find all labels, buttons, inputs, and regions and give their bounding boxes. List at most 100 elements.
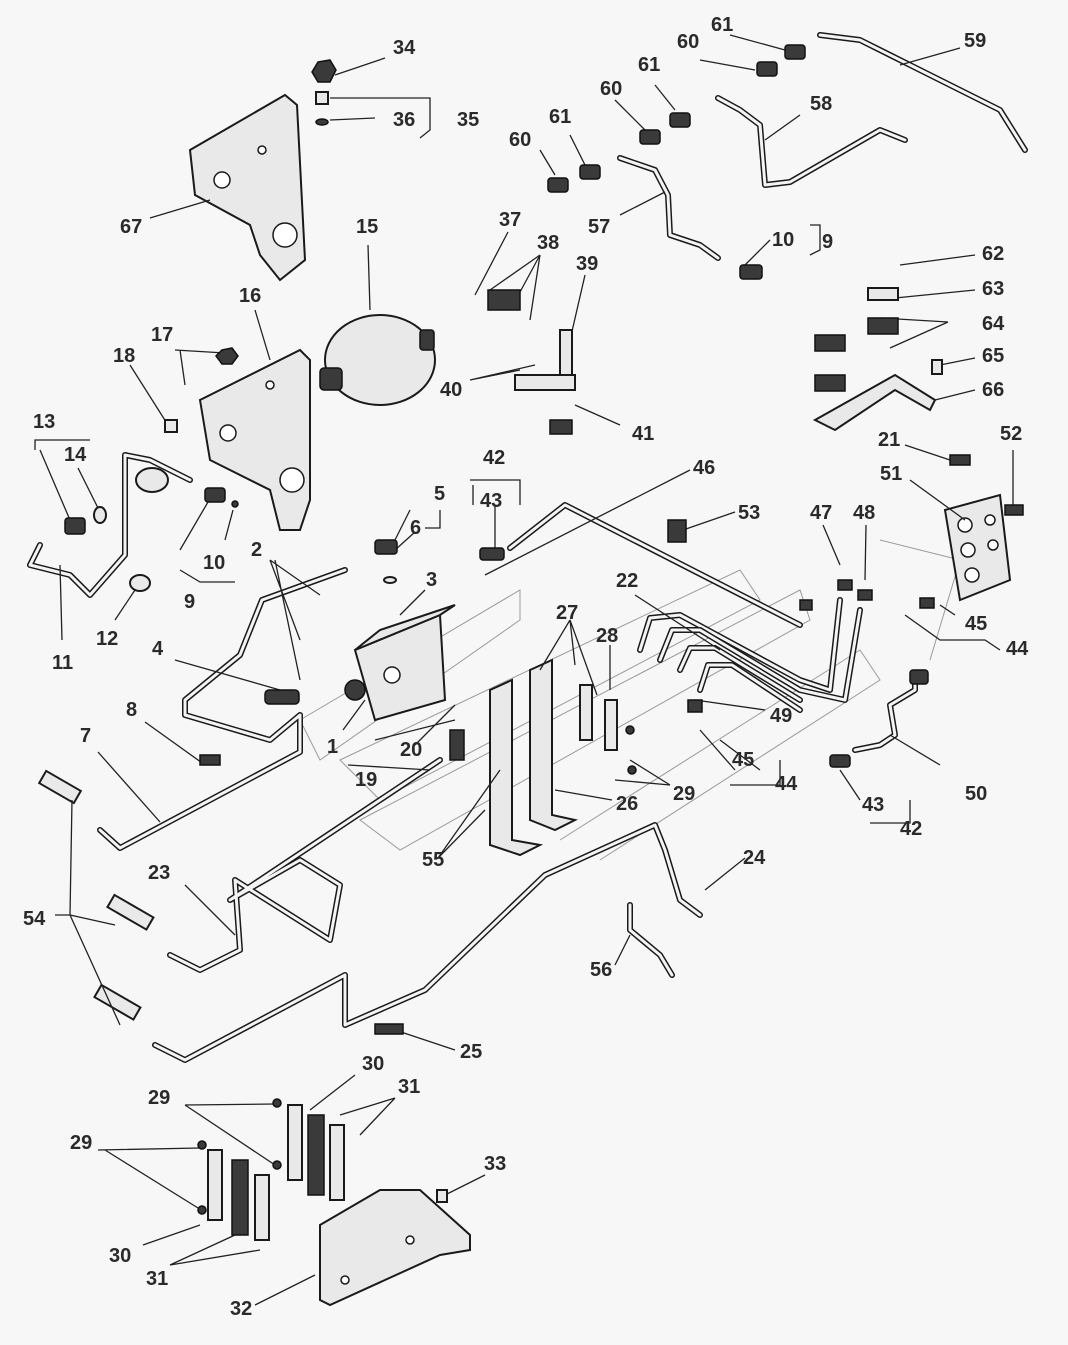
fitting-60-b: [639, 129, 661, 145]
fitting-13: [64, 517, 86, 535]
fitting-46-end: [799, 599, 813, 611]
bracket-39: [559, 329, 573, 381]
pipe-59: [817, 32, 1028, 153]
callout-37: 37: [499, 209, 521, 231]
callout-10-left: 10: [203, 552, 225, 574]
washer-nut: [135, 467, 169, 493]
callout-4: 4: [152, 638, 164, 660]
callout-3: 3: [426, 569, 437, 591]
callout-20: 20: [400, 739, 422, 761]
pipe-22-bundle: [637, 597, 863, 713]
bracket-16: [198, 348, 311, 531]
bolt-21: [949, 454, 971, 466]
callout-29-lower: 29: [70, 1132, 92, 1154]
callout-8: 8: [126, 699, 137, 721]
callout-63: 63: [982, 278, 1004, 300]
callout-2: 2: [251, 539, 262, 561]
nut-29a: [625, 725, 635, 735]
callout-5: 5: [434, 483, 445, 505]
fitting-20: [449, 729, 465, 761]
pipe-58: [715, 95, 908, 188]
callout-6: 6: [410, 517, 421, 539]
callout-12: 12: [96, 628, 118, 650]
callout-10-top: 10: [772, 229, 794, 251]
callout-48: 48: [853, 502, 875, 524]
seal-10: [231, 500, 239, 508]
bracket-26: [529, 658, 578, 832]
callout-64: 64: [982, 313, 1005, 335]
callout-51: 51: [880, 463, 902, 485]
callout-29-lower-top: 29: [148, 1087, 170, 1109]
plate-63: [867, 287, 899, 301]
callout-52: 52: [1000, 423, 1022, 445]
callout-16: 16: [239, 285, 261, 307]
pipe-56: [627, 902, 675, 978]
callout-54: 54: [23, 908, 46, 930]
callout-62: 62: [982, 243, 1004, 265]
callout-49: 49: [770, 705, 792, 727]
callout-43-right: 43: [862, 794, 884, 816]
callout-55: 55: [422, 849, 444, 871]
callout-14: 14: [64, 444, 87, 466]
callout-29-mid: 29: [673, 783, 695, 805]
clip-12: [129, 574, 151, 592]
callout-47: 47: [810, 502, 832, 524]
callout-19: 19: [355, 769, 377, 791]
fitting-47: [837, 579, 853, 591]
callout-60-b: 60: [600, 78, 622, 100]
callout-60-c: 60: [677, 31, 699, 53]
pipe-11: [27, 452, 193, 598]
callout-39: 39: [576, 253, 598, 275]
fitting-45: [919, 597, 935, 609]
bolt-33: [436, 1189, 448, 1203]
sensor-4: [264, 689, 300, 705]
plug-35: [315, 91, 329, 105]
callout-9-top: 9: [822, 231, 833, 253]
nut-29e: [197, 1140, 207, 1150]
callout-67: 67: [120, 216, 142, 238]
callout-38: 38: [537, 232, 559, 254]
callout-35: 35: [457, 109, 479, 131]
callout-7: 7: [80, 725, 91, 747]
callout-26: 26: [616, 793, 638, 815]
nut-29d: [272, 1160, 282, 1170]
callout-44-right: 44: [1006, 638, 1029, 660]
callout-1: 1: [327, 736, 338, 758]
callout-45-right: 45: [965, 613, 987, 635]
callout-53: 53: [738, 502, 760, 524]
plate-28: [604, 699, 618, 751]
callout-36: 36: [393, 109, 415, 131]
fitting-61-a: [579, 164, 601, 180]
callout-17: 17: [151, 324, 173, 346]
callout-27: 27: [556, 602, 578, 624]
callout-46: 46: [693, 457, 715, 479]
callout-44-mid: 44: [775, 773, 798, 795]
fitting-45-mid: [687, 699, 703, 713]
bracket-32: [319, 1189, 471, 1307]
clamp-38: [487, 289, 521, 311]
callout-34: 34: [393, 37, 416, 59]
fitting-50-end: [909, 669, 929, 685]
fitting-52: [1004, 504, 1024, 516]
seal-36: [315, 118, 329, 126]
callout-45-mid: 45: [732, 749, 754, 771]
callout-61-a: 61: [549, 106, 571, 128]
fitting-5: [374, 539, 398, 555]
fitting-9-top: [739, 264, 763, 280]
callout-40: 40: [440, 379, 462, 401]
callout-41: 41: [632, 423, 654, 445]
callout-13: 13: [33, 411, 55, 433]
pipe-57: [617, 155, 721, 261]
valve-block-1: [344, 604, 456, 722]
callout-60-a: 60: [509, 129, 531, 151]
clamp-set-lower: [207, 1104, 345, 1241]
fitting-43: [479, 547, 505, 561]
valve-41: [549, 419, 573, 435]
nut-29f: [197, 1205, 207, 1215]
pipe-23: [167, 757, 443, 973]
callout-31-lower: 31: [146, 1268, 168, 1290]
clamp-27: [579, 684, 593, 741]
callout-50: 50: [965, 783, 987, 805]
